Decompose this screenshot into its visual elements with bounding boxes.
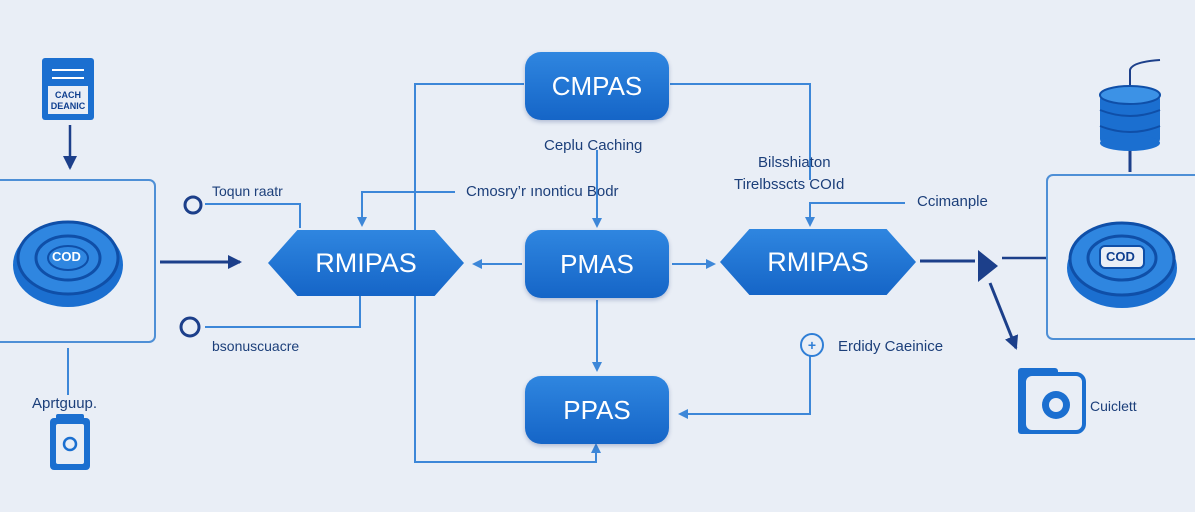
top-right-line (670, 83, 811, 180)
left-bottom-label: bsonuscuacre (212, 338, 300, 354)
left-frame (0, 179, 156, 343)
doc-badge-label: CACH DEANIC (50, 90, 86, 111)
left-disc-label: COD (52, 249, 81, 264)
ending-label: Erdidy Caeinice (838, 338, 944, 355)
ending-bullet (800, 333, 824, 357)
phone-icon (50, 414, 90, 470)
left-top-label: Toqun raatr (212, 183, 283, 199)
note-to-left-hex (357, 191, 455, 227)
ending-to-bottom-connector (678, 355, 811, 419)
node-top[interactable]: CMPAS (525, 52, 669, 120)
database-icon (1099, 85, 1161, 151)
left-bottom-bullet (179, 316, 201, 338)
right-disc-label: COD (1106, 249, 1135, 264)
client-icon (1018, 368, 1086, 434)
node-right-hex[interactable]: RMIPAS (720, 229, 916, 295)
document-icon (42, 58, 94, 120)
node-left-hex[interactable]: RMIPAS (268, 230, 464, 296)
node-center[interactable]: PMAS (525, 230, 669, 298)
bridge-label-line1: Bilsshiaton (758, 154, 831, 171)
right-top-connector (805, 202, 905, 227)
top-loop-line (414, 83, 601, 463)
right-diagonal-arrow (988, 282, 1019, 350)
connector-note-label: Cmosry’r ınonticu Bodr (466, 183, 619, 200)
caching-label: Ceplu Caching (544, 137, 643, 154)
right-frame (1046, 174, 1195, 340)
db-cable (1129, 59, 1161, 95)
svg-text:+: + (808, 337, 816, 353)
right-play-arrow (978, 250, 998, 282)
right-disc-icon (1067, 221, 1177, 308)
node-bottom[interactable]: PPAS (525, 376, 669, 444)
bridge-label-line2: Tirelbsscts COId (734, 176, 845, 193)
right-top-label: Ccimanple (917, 193, 988, 210)
left-bottom-connector (205, 296, 361, 328)
left-top-connector (205, 203, 301, 228)
left-device-label: Aprtguup. (32, 395, 98, 412)
right-device-label: Cuiclett (1090, 398, 1137, 414)
left-disc-icon (13, 220, 123, 307)
left-top-bullet (183, 195, 203, 215)
